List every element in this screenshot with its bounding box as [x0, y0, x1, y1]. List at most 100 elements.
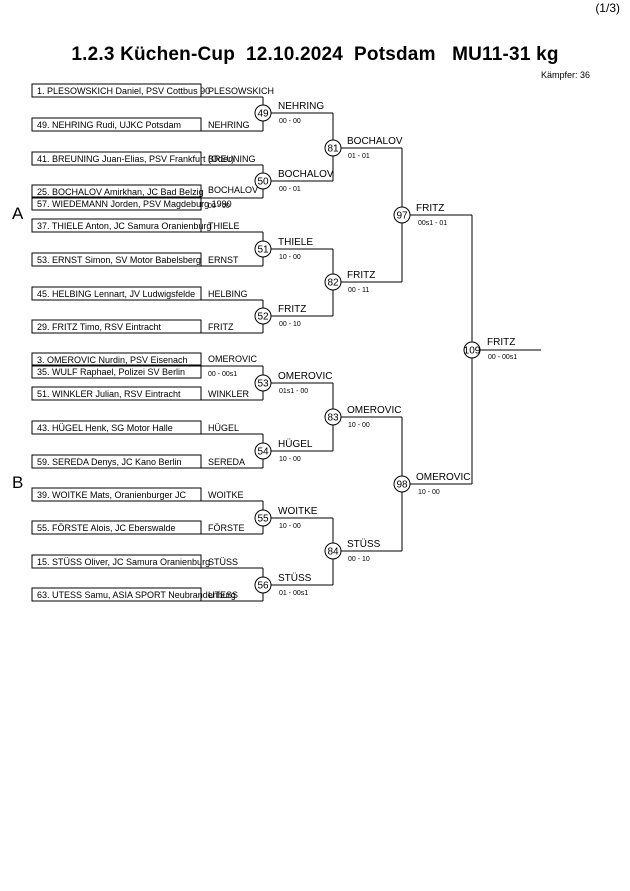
match-score: 00 - 01	[279, 186, 301, 193]
match-score: 00 - 00	[208, 203, 230, 210]
match-number-circle	[324, 542, 342, 560]
slot-name: ERNST	[208, 255, 239, 265]
match-number-circle	[324, 408, 342, 426]
match-number: 51	[257, 245, 269, 256]
entry-name: 59. SEREDA Denys, JC Kano Berlin	[37, 457, 182, 467]
slot-name: PLESOWSKICH	[208, 86, 274, 96]
slot-name: NEHRING	[208, 120, 250, 130]
entry-box	[31, 352, 202, 367]
winner-name: NEHRING	[278, 101, 324, 112]
match-number: 54	[257, 447, 269, 458]
entry-box	[31, 454, 202, 469]
match-number: 56	[257, 581, 269, 592]
entry-name: 49. NEHRING Rudi, UJKC Potsdam	[37, 120, 181, 130]
entry-name: 1. PLESOWSKICH Daniel, PSV Cottbus 90	[37, 86, 210, 96]
slot-name: WINKLER	[208, 389, 250, 399]
match-number-circle	[254, 576, 272, 594]
match-number-circle	[463, 341, 481, 359]
match-score: 00 - 00	[279, 118, 301, 125]
winner-name: HÜGEL	[278, 438, 313, 450]
match-score: 10 - 00	[418, 489, 440, 496]
slot-name: BREUNING	[208, 154, 256, 164]
match-number-circle	[254, 442, 272, 460]
match-number: 49	[257, 109, 269, 120]
entry-name: 25. BOCHALOV Amirkhan, JC Bad Belzig	[37, 187, 204, 197]
entry-box	[31, 252, 202, 267]
page-title: 1.2.3 Küchen-Cup 12.10.2024 Potsdam MU11…	[71, 44, 559, 65]
winner-name: STÜSS	[347, 538, 381, 550]
match-score: 00 - 11	[348, 287, 369, 294]
entry-name: 3. OMEROVIC Nurdin, PSV Eisenach	[37, 355, 188, 365]
match-number-circle	[254, 509, 272, 527]
pool-label-b: B	[12, 473, 24, 492]
match-score: 00 - 00s1	[208, 371, 237, 378]
slot-name: WOITKE	[208, 490, 244, 500]
pool-label-a: A	[12, 204, 24, 223]
entry-box	[31, 364, 202, 379]
match-score: 10 - 00	[279, 254, 301, 261]
entry-box	[31, 196, 202, 211]
winner-name: FRITZ	[416, 203, 444, 214]
match-number-circle	[254, 172, 272, 190]
match-score: 00s1 - 01	[418, 220, 447, 227]
winner-name: WOITKE	[278, 506, 318, 517]
slot-name: HÜGEL	[208, 423, 239, 433]
match-number-circle	[324, 273, 342, 291]
match-number: 50	[257, 177, 269, 188]
match-score: 00 - 10	[279, 321, 301, 328]
winner-name: THIELE	[278, 237, 313, 248]
entry-box	[31, 420, 202, 435]
match-score: 01s1 - 00	[279, 388, 308, 395]
entry-box	[31, 386, 202, 401]
entry-name: 53. ERNST Simon, SV Motor Babelsberg	[37, 255, 201, 265]
match-number-circle	[393, 475, 411, 493]
slot-name: SEREDA	[208, 457, 245, 467]
entry-name: 57. WIEDEMANN Jorden, PSV Magdeburg 1990	[37, 199, 232, 209]
entry-name: 63. UTESS Samu, ASIA SPORT Neubrandenbur…	[37, 590, 236, 600]
winner-name: OMEROVIC	[416, 472, 470, 483]
match-number: 98	[396, 480, 408, 491]
entry-box	[31, 587, 202, 602]
slot-name: FRITZ	[208, 322, 234, 332]
entry-name: 55. FÖRSTE Alois, JC Eberswalde	[37, 523, 176, 533]
winner-name: BOCHALOV	[278, 169, 334, 180]
slot-name: STÜSS	[208, 557, 238, 567]
entry-box	[31, 319, 202, 334]
slot-name: BOCHALOV	[208, 185, 258, 195]
entry-box	[31, 218, 202, 233]
match-number-circle	[393, 206, 411, 224]
winner-name: FRITZ	[347, 270, 375, 281]
match-score: 10 - 00	[279, 456, 301, 463]
slot-name: UTESS	[208, 590, 238, 600]
entry-name: 41. BREUNING Juan-Elias, PSV Frankfurt (…	[37, 154, 234, 164]
fighter-count: Kämpfer: 36	[541, 70, 591, 80]
winner-name: OMEROVIC	[347, 405, 401, 416]
page-indicator: (1/3)	[595, 1, 620, 15]
entry-name: 29. FRITZ Timo, RSV Eintracht	[37, 322, 162, 332]
match-number: 53	[257, 379, 269, 390]
slot-name: FÖRSTE	[208, 523, 245, 533]
entry-box	[31, 83, 202, 98]
entry-box	[31, 286, 202, 301]
slot-name: THIELE	[208, 221, 240, 231]
slot-name: HELBING	[208, 289, 248, 299]
match-number: 82	[327, 278, 339, 289]
entry-box	[31, 554, 202, 569]
entry-box	[31, 184, 202, 199]
entry-name: 15. STÜSS Oliver, JC Samura Oranienburg	[37, 557, 210, 567]
entry-box	[31, 520, 202, 535]
match-score: 10 - 00	[348, 422, 370, 429]
match-number: 109	[464, 346, 481, 357]
entry-name: 39. WOITKE Mats, Oranienburger JC	[37, 490, 187, 500]
entry-box	[31, 117, 202, 132]
match-score: 01 - 00s1	[279, 590, 308, 597]
match-score: 10 - 00	[279, 523, 301, 530]
final-score: 00 - 00s1	[488, 354, 517, 361]
match-number-circle	[324, 139, 342, 157]
winner-name: OMEROVIC	[278, 371, 332, 382]
match-number: 97	[396, 211, 408, 222]
match-number: 52	[257, 312, 269, 323]
winner-name: STÜSS	[278, 572, 312, 584]
match-number: 55	[257, 514, 269, 525]
